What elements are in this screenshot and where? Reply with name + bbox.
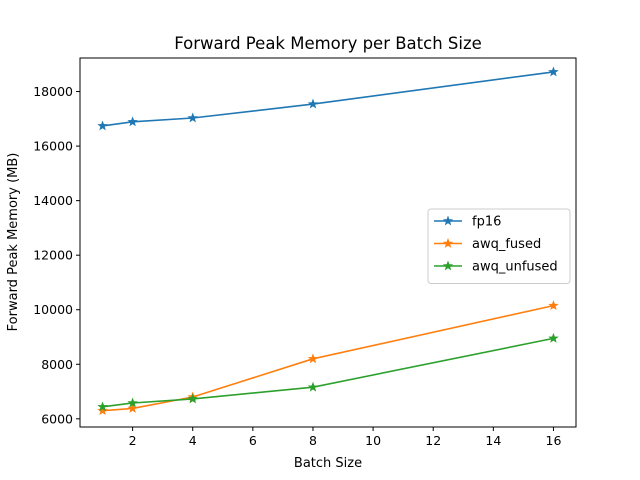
y-tick-label: 14000	[33, 193, 73, 208]
legend-label-awq-fused: awq_fused	[472, 237, 541, 252]
legend-box	[427, 208, 571, 284]
x-tick-label: 10	[365, 433, 381, 448]
legend-marker-awq-fused	[442, 238, 454, 248]
data-point-awq-fused	[548, 300, 559, 311]
data-point-awq-unfused	[127, 397, 138, 408]
y-tick-label: 16000	[33, 139, 73, 154]
y-tick-label: 18000	[33, 84, 73, 99]
legend-marker-fp16	[442, 215, 454, 226]
data-point-fp16	[127, 116, 138, 127]
x-tick-label: 4	[189, 433, 197, 448]
data-point-awq-fused	[97, 405, 108, 416]
x-tick-label: 6	[249, 433, 257, 448]
x-tick-label: 8	[309, 433, 317, 448]
x-tick-label: 2	[129, 433, 137, 448]
plot-area: 2 4 6 8 10 12 14 16 6000 8000 10000 12000 14000 16000…	[33, 57, 577, 448]
y-axis-label: Forward Peak Memory (MB)	[6, 153, 21, 332]
y-tick-label: 6000	[41, 411, 73, 426]
x-tick-label: 16	[546, 433, 562, 448]
data-point-awq-unfused	[548, 332, 559, 343]
y-tick-label: 10000	[33, 302, 73, 317]
x-axis-label: Batch Size	[294, 456, 362, 471]
legend-marker-awq-unfused	[442, 260, 454, 271]
series-line-awq-unfused	[102, 337, 554, 408]
y-tick-label: 8000	[41, 357, 73, 372]
series-line-awq-fused	[102, 304, 554, 412]
data-point-awq-unfused	[307, 381, 319, 392]
data-point-fp16	[187, 112, 198, 123]
data-point-fp16	[307, 98, 319, 109]
legend: fp16 awq_fused awq_unfused	[427, 208, 571, 284]
legend-label-fp16: fp16	[472, 215, 501, 230]
series-line-fp16	[102, 71, 554, 127]
x-tick-label: 12	[425, 433, 441, 448]
data-point-fp16	[97, 120, 108, 131]
data-point-awq-fused	[127, 402, 138, 413]
legend-label-awq-unfused: awq_unfused	[472, 260, 558, 275]
y-tick-label: 12000	[33, 248, 73, 263]
data-point-fp16	[548, 66, 559, 77]
data-point-awq-unfused	[97, 401, 108, 412]
chart-title: Forward Peak Memory per Batch Size	[174, 34, 482, 53]
x-tick-label: 14	[485, 433, 501, 448]
data-point-awq-fused	[307, 353, 319, 364]
plot-frame	[79, 57, 577, 428]
data-point-awq-unfused	[187, 393, 198, 404]
